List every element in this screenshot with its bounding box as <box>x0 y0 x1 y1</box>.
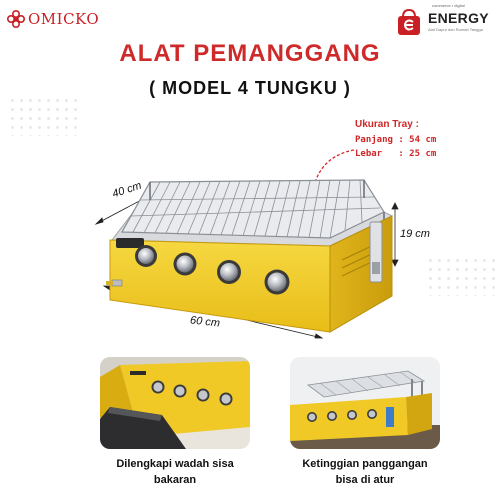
grill-grate <box>120 179 385 239</box>
control-knob-4 <box>264 269 290 295</box>
grill-product-image <box>94 149 399 339</box>
page-title: ALAT PEMANGGANG <box>119 40 381 67</box>
feature-caption-drip-tray-line2: bakaran <box>153 474 197 486</box>
brand-name: ENERGY <box>428 10 489 26</box>
feature-caption-height-line1: Ketinggian panggangan <box>302 458 428 470</box>
page-subtitle: ( MODEL 4 TUNGKU ) <box>149 78 351 98</box>
tray-length: Panjang : 54 cm <box>355 135 437 145</box>
feature-photo-drip-tray <box>100 357 250 449</box>
decorative-dots <box>426 256 496 296</box>
gas-inlet-pipe <box>106 279 123 287</box>
front-logo-plate <box>116 238 144 248</box>
bracket-knob <box>372 262 380 274</box>
feature-photo-adjustable-height <box>290 357 440 449</box>
flower-logo-icon <box>6 9 26 29</box>
feature-caption-drip-tray-line1: Dilengkapi wadah sisa <box>116 458 234 470</box>
brand-logo-omicko: OMICKO <box>6 8 126 30</box>
tray-size-heading: Ukuran Tray : <box>355 119 419 130</box>
control-knob-1 <box>135 245 157 267</box>
shopping-bag-logo-icon <box>398 8 420 35</box>
feature-caption-height-line2: bisa di atur <box>335 474 395 486</box>
brand-sub-label: commerce • digital <box>432 3 465 8</box>
brand-tagline: Alat Dapur dan Rumah Tangga <box>428 27 483 32</box>
brand-name: OMICKO <box>28 10 100 28</box>
control-knob-3 <box>217 260 241 284</box>
decorative-dots <box>8 96 78 136</box>
height-dimension-label: 19 cm <box>400 228 430 240</box>
tray-width: Lebar : 25 cm <box>355 149 437 159</box>
brand-logo-energy: commerce • digital ENERGY Alat Dapur dan… <box>396 2 500 40</box>
control-knob-2 <box>173 252 197 276</box>
